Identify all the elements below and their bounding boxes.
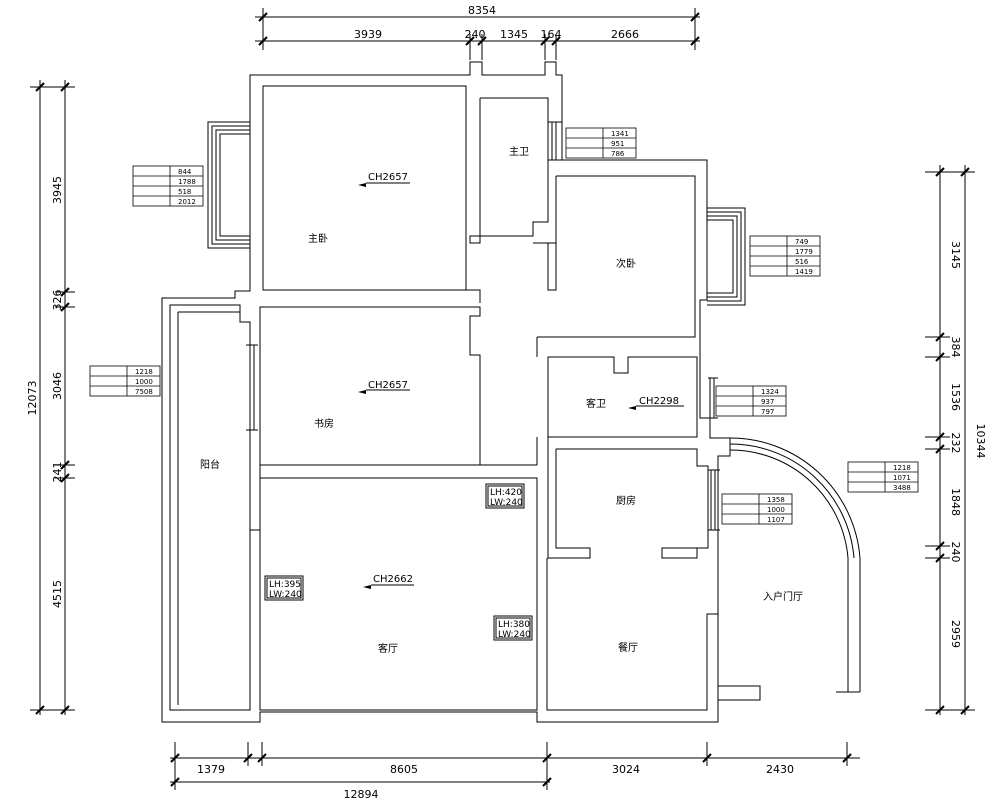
window-table-master-bed: 844 1788 518 2012 xyxy=(178,168,196,206)
right-dimension-1: 3145 xyxy=(949,241,962,269)
beam-tag-box-3 xyxy=(493,615,533,641)
beam-tag-lw-240-c: LW:240 xyxy=(498,630,531,640)
second-bedroom-wall xyxy=(533,175,696,338)
master-bedroom-wall xyxy=(262,85,467,291)
window-table-master-bath: 1341 951 786 xyxy=(611,130,629,158)
room-label-balcony: 阳台 xyxy=(200,458,220,471)
top-dimension-5: 2666 xyxy=(611,28,639,41)
beam-tag-lh-420: LH:420 xyxy=(490,488,522,498)
window-value: 1779 xyxy=(795,248,813,256)
kitchen-wall xyxy=(547,448,709,559)
bottom-dimension-3: 3024 xyxy=(612,763,640,776)
balcony-wall xyxy=(169,304,251,711)
beam-tag-box-1 xyxy=(485,483,525,509)
beam-tag-lw-240-a: LW:240 xyxy=(490,498,523,508)
window-value: 951 xyxy=(611,140,624,148)
bottom-dimension-4: 2430 xyxy=(766,763,794,776)
room-label-guest-bath: 客卫 xyxy=(586,397,606,410)
beam-tag-lh-380: LH:380 xyxy=(498,620,530,630)
window-value: 844 xyxy=(178,168,192,176)
window-value: 749 xyxy=(795,238,808,246)
right-dimension-4: 232 xyxy=(949,433,962,454)
right-dimension-7: 2959 xyxy=(949,620,962,648)
left-dimension-2: 326 xyxy=(51,290,64,311)
room-label-master-bedroom: 主卧 xyxy=(308,232,328,245)
window-table-grids xyxy=(89,127,919,525)
window-value: 1000 xyxy=(135,378,153,386)
living-room-wall xyxy=(259,477,538,711)
right-dimension-2: 384 xyxy=(949,337,962,358)
window-value: 797 xyxy=(761,408,774,416)
left-dimension-4: 241 xyxy=(51,462,64,483)
window-table-kitchen: 1358 1000 1107 xyxy=(767,496,785,524)
room-label-living-room: 客厅 xyxy=(378,642,398,655)
top-total-dimension: 8354 xyxy=(468,4,496,17)
window-value: 1341 xyxy=(611,130,629,138)
master-bedroom-bay-window xyxy=(207,121,250,249)
beam-tag-lw-240-b: LW:240 xyxy=(269,590,302,600)
beam-tag-lh-395: LH:395 xyxy=(269,580,301,590)
right-dimension-6: 240 xyxy=(949,542,962,563)
room-label-kitchen: 厨房 xyxy=(616,494,636,507)
window-value: 518 xyxy=(178,188,191,196)
window-value: 1071 xyxy=(893,474,911,482)
top-dimension-2: 240 xyxy=(465,28,486,41)
window-value: 7508 xyxy=(135,388,153,396)
room-label-entry-hall: 入户门厅 xyxy=(763,590,803,603)
entry-curved-window xyxy=(729,437,861,559)
window-value: 1419 xyxy=(795,268,813,276)
ceiling-height-guest-bath: CH2298 xyxy=(639,396,679,407)
left-dimension-5: 4515 xyxy=(51,580,64,608)
ceiling-height-markers xyxy=(366,182,684,586)
bottom-total-dimension: 12894 xyxy=(344,788,379,801)
study-wall xyxy=(259,306,481,466)
outer-wall-outline xyxy=(161,61,761,723)
bottom-dimension-1: 1379 xyxy=(197,763,225,776)
window-table-guest-bath: 1324 937 797 xyxy=(761,388,779,416)
top-dimension-1: 3939 xyxy=(354,28,382,41)
window-value: 1107 xyxy=(767,516,785,524)
ceiling-height-master-bedroom: CH2657 xyxy=(368,172,408,183)
window-value: 1000 xyxy=(767,506,785,514)
beam-tag-box-2 xyxy=(264,575,304,601)
window-table-second-bed: 749 1779 516 1419 xyxy=(795,238,813,276)
right-dimension-3: 1536 xyxy=(949,383,962,411)
left-dimension-lines xyxy=(30,80,75,715)
window-value: 1218 xyxy=(135,368,153,376)
left-total-dimension: 12073 xyxy=(26,381,39,416)
top-dimension-3: 1345 xyxy=(500,28,528,41)
window-table-balcony: 1218 1000 7508 xyxy=(135,368,153,396)
room-label-master-bath: 主卫 xyxy=(509,146,529,158)
room-label-dining-room: 餐厅 xyxy=(618,641,638,654)
window-value: 3488 xyxy=(893,484,911,492)
window-value: 1788 xyxy=(178,178,196,186)
right-dimension-5: 1848 xyxy=(949,488,962,516)
top-dimension-lines xyxy=(255,8,700,60)
window-table-entry: 1218 1071 3488 xyxy=(893,464,911,492)
window-value: 1358 xyxy=(767,496,785,504)
top-dimension-4: 164 xyxy=(541,28,562,41)
window-value: 516 xyxy=(795,258,809,266)
left-dimension-3: 3046 xyxy=(51,372,64,400)
bottom-dimension-2: 8605 xyxy=(390,763,418,776)
ceiling-height-living-room: CH2662 xyxy=(373,574,413,585)
ceiling-height-study: CH2657 xyxy=(368,380,408,391)
window-value: 937 xyxy=(761,398,774,406)
master-bath-wall xyxy=(469,97,549,244)
right-total-dimension: 10344 xyxy=(974,424,987,459)
room-label-study: 书房 xyxy=(314,417,334,430)
left-dimension-1: 3945 xyxy=(51,176,64,204)
window-value: 1324 xyxy=(761,388,779,396)
window-value: 1218 xyxy=(893,464,911,472)
room-label-second-bedroom: 次卧 xyxy=(616,257,636,270)
guest-bath-wall xyxy=(547,356,698,438)
second-bedroom-bay-window xyxy=(707,207,746,306)
small-windows xyxy=(246,121,720,531)
bottom-dimension-lines xyxy=(170,742,860,790)
window-value: 2012 xyxy=(178,198,196,206)
window-value: 786 xyxy=(611,150,625,158)
right-dimension-lines xyxy=(925,165,975,715)
